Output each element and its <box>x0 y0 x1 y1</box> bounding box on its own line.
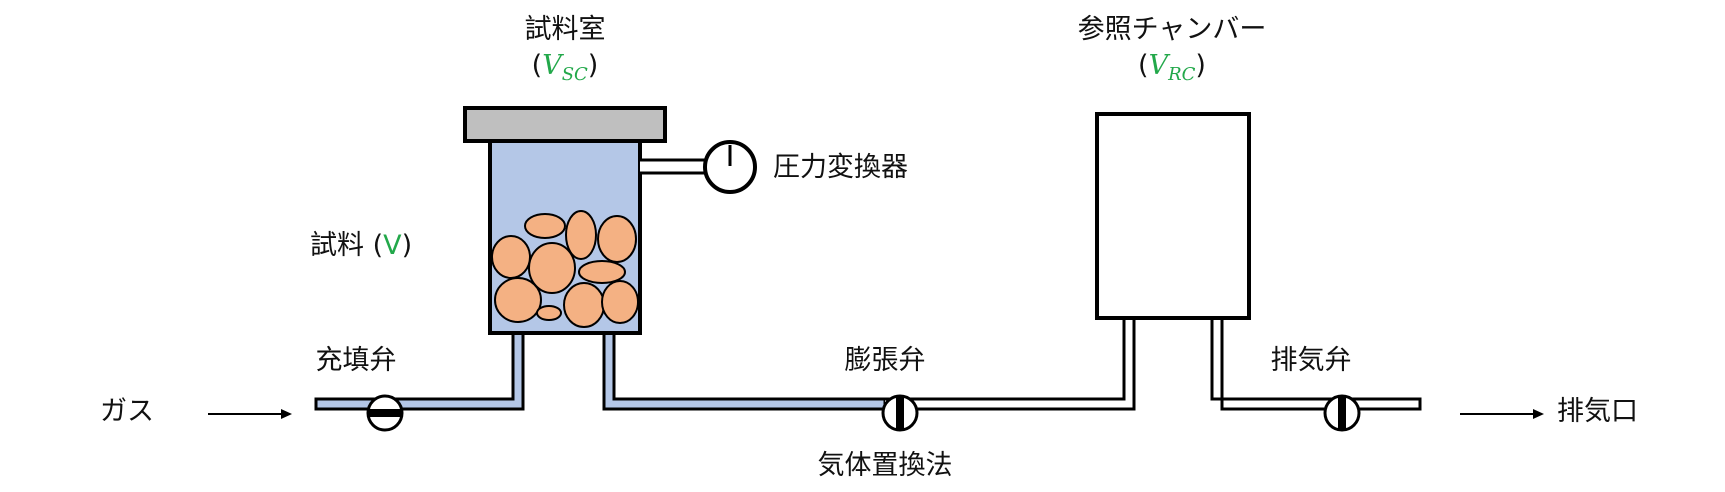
exhaust-valve-label: 排気弁 <box>1270 345 1352 376</box>
sample-chamber-volume: (VSC) <box>531 50 599 85</box>
sample-label: 試料 (V) <box>310 230 413 261</box>
sample-chamber-lid <box>463 106 667 143</box>
exhaust-valve <box>1323 394 1361 432</box>
sample-particles <box>491 210 639 328</box>
fill-valve <box>366 394 404 432</box>
expansion-valve <box>881 394 919 432</box>
pressure-transducer-label: 圧力変換器 <box>773 152 908 183</box>
gas-label: ガス <box>100 396 154 427</box>
exhaust-arrow <box>1460 409 1544 419</box>
expansion-valve-label: 膨張弁 <box>844 345 926 376</box>
pressure-gauge <box>703 140 757 194</box>
exhaust-pipe-tail <box>1340 397 1422 411</box>
reference-chamber-label: 参照チャンバー <box>1077 14 1267 45</box>
fill-valve-label: 充填弁 <box>315 345 397 376</box>
reference-chamber-volume: (VRC) <box>1138 50 1206 85</box>
diagram-caption: 気体置換法 <box>817 450 953 481</box>
reference-chamber-body <box>1095 112 1251 320</box>
transducer-tube <box>640 158 710 175</box>
exhaust-port-label: 排気口 <box>1557 396 1638 427</box>
chamber-outlet-pipe <box>602 331 887 411</box>
gas-inlet-arrow <box>208 409 292 419</box>
sample-chamber-label: 試料室 <box>524 14 606 45</box>
